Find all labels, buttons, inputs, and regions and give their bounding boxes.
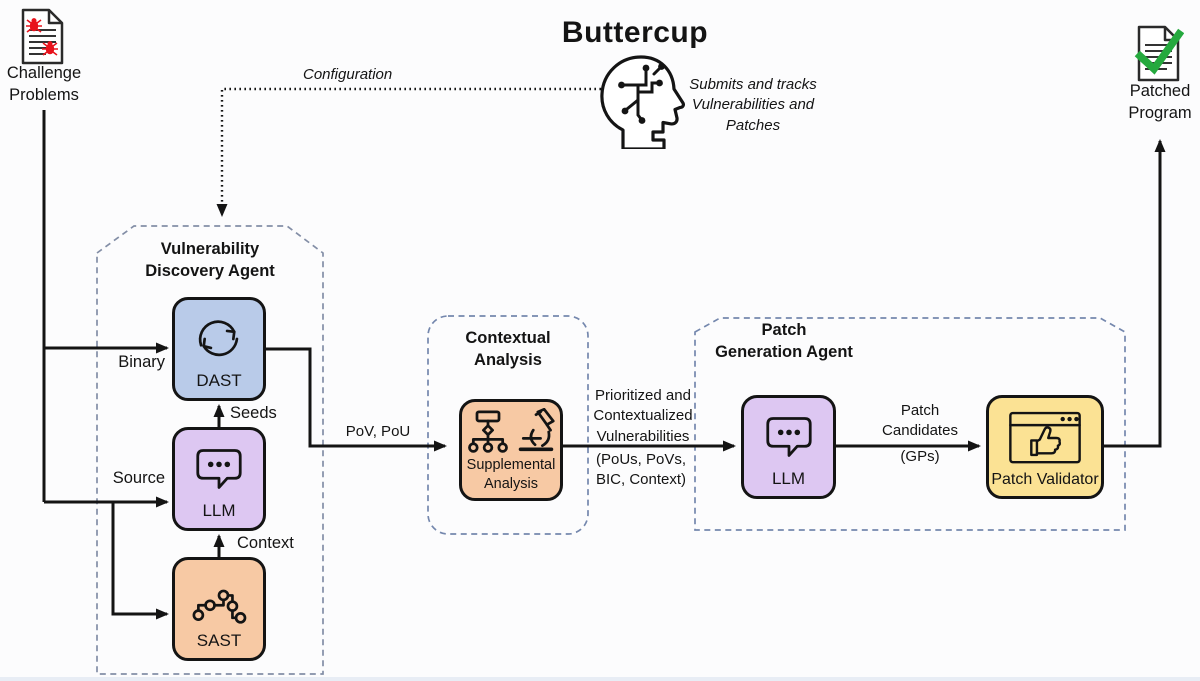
patched-program-label: Patched Program (1128, 82, 1192, 123)
edge-configuration (216, 87, 601, 217)
graph-nodes-icon (187, 560, 251, 631)
orchestrator-caption: Submits and tracks Vulnerabilities and P… (689, 76, 817, 134)
pga-llm-node: LLM (741, 395, 836, 499)
chat-bubble-icon (191, 430, 247, 501)
circuit-brain-icon (622, 66, 662, 121)
patch-candidates-label: Patch Candidates (882, 402, 958, 440)
bug-icon (26, 18, 58, 56)
dast-label: DAST (196, 371, 242, 390)
dast-node: DAST (172, 297, 266, 401)
vda-title: Vulnerability Discovery Agent (145, 240, 275, 280)
supplemental-analysis-label: Supplemental Analysis (466, 457, 556, 492)
orchestrator-head-icon (600, 55, 685, 149)
seeds-label: Seeds (230, 404, 277, 422)
patch-validator-label: Patch Validator (991, 471, 1099, 488)
prioritized-label: Prioritized and Contextualized Vulnerabi… (593, 387, 693, 445)
source-label: Source (112, 469, 165, 487)
supplemental-analysis-node: Supplemental Analysis (459, 399, 563, 501)
ca-title: Contextual Analysis (465, 329, 551, 369)
bottom-strip (0, 677, 1200, 681)
challenge-problems-label: Challenge Problems (6, 64, 82, 105)
browser-thumbs-up-icon (1001, 398, 1089, 471)
vda-container (96, 225, 324, 675)
vda-llm-label: LLM (202, 501, 236, 520)
flowchart-icon (468, 410, 508, 453)
patched-document-icon (1134, 25, 1184, 82)
edge-source-to-sast (111, 502, 169, 620)
cycle-icon (191, 300, 247, 371)
sast-node: SAST (172, 557, 266, 661)
prioritized-sub-label: (PoUs, PoVs, BIC, Context) (595, 451, 687, 489)
context-label: Context (237, 534, 294, 552)
ca-container (427, 315, 589, 535)
patch-validator-node: Patch Validator (986, 395, 1104, 499)
edge-validator-out (1104, 139, 1166, 448)
patch-candidates-sub-label: (GPs) (900, 448, 940, 465)
pov-pou-label: PoV, PoU (345, 423, 411, 440)
configuration-label: Configuration (303, 66, 393, 83)
analysis-icons (466, 402, 556, 456)
pga-container (694, 317, 1126, 531)
edge-dast-out (266, 347, 447, 452)
vda-llm-node: LLM (172, 427, 266, 531)
microscope-icon (518, 408, 555, 452)
pga-title: Patch Generation Agent (715, 321, 853, 361)
chat-bubble-icon (761, 398, 817, 469)
challenge-document-icon (21, 8, 64, 65)
binary-label: Binary (118, 353, 165, 371)
check-icon (1134, 28, 1184, 75)
sast-label: SAST (196, 631, 242, 650)
pga-llm-label: LLM (771, 469, 806, 488)
diagram-title: Buttercup (561, 16, 709, 49)
